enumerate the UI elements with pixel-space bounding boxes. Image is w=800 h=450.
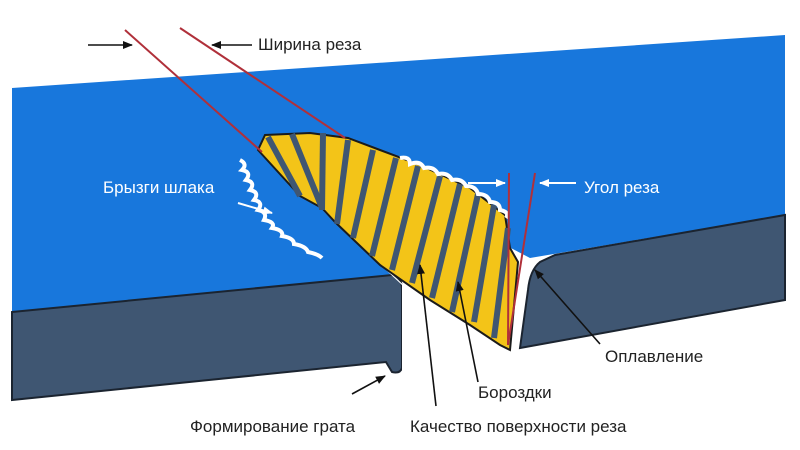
- striations: [265, 132, 511, 339]
- right-plate-side: [518, 213, 786, 350]
- label-surface-quality: Качество поверхности реза: [410, 417, 627, 436]
- label-striations: Бороздки: [478, 383, 552, 402]
- white-arrows: [237, 179, 576, 215]
- arrows: [88, 41, 601, 407]
- label-cut-angle: Угол реза: [584, 178, 660, 197]
- label-dross-formation: Формирование грата: [190, 417, 356, 436]
- guide-lines: [124, 27, 536, 346]
- kerf-gap: [322, 210, 512, 372]
- label-kerf-width: Ширина реза: [258, 35, 362, 54]
- label-melting: Оплавление: [605, 347, 704, 366]
- label-slag-spatter: Брызги шлака: [103, 178, 215, 197]
